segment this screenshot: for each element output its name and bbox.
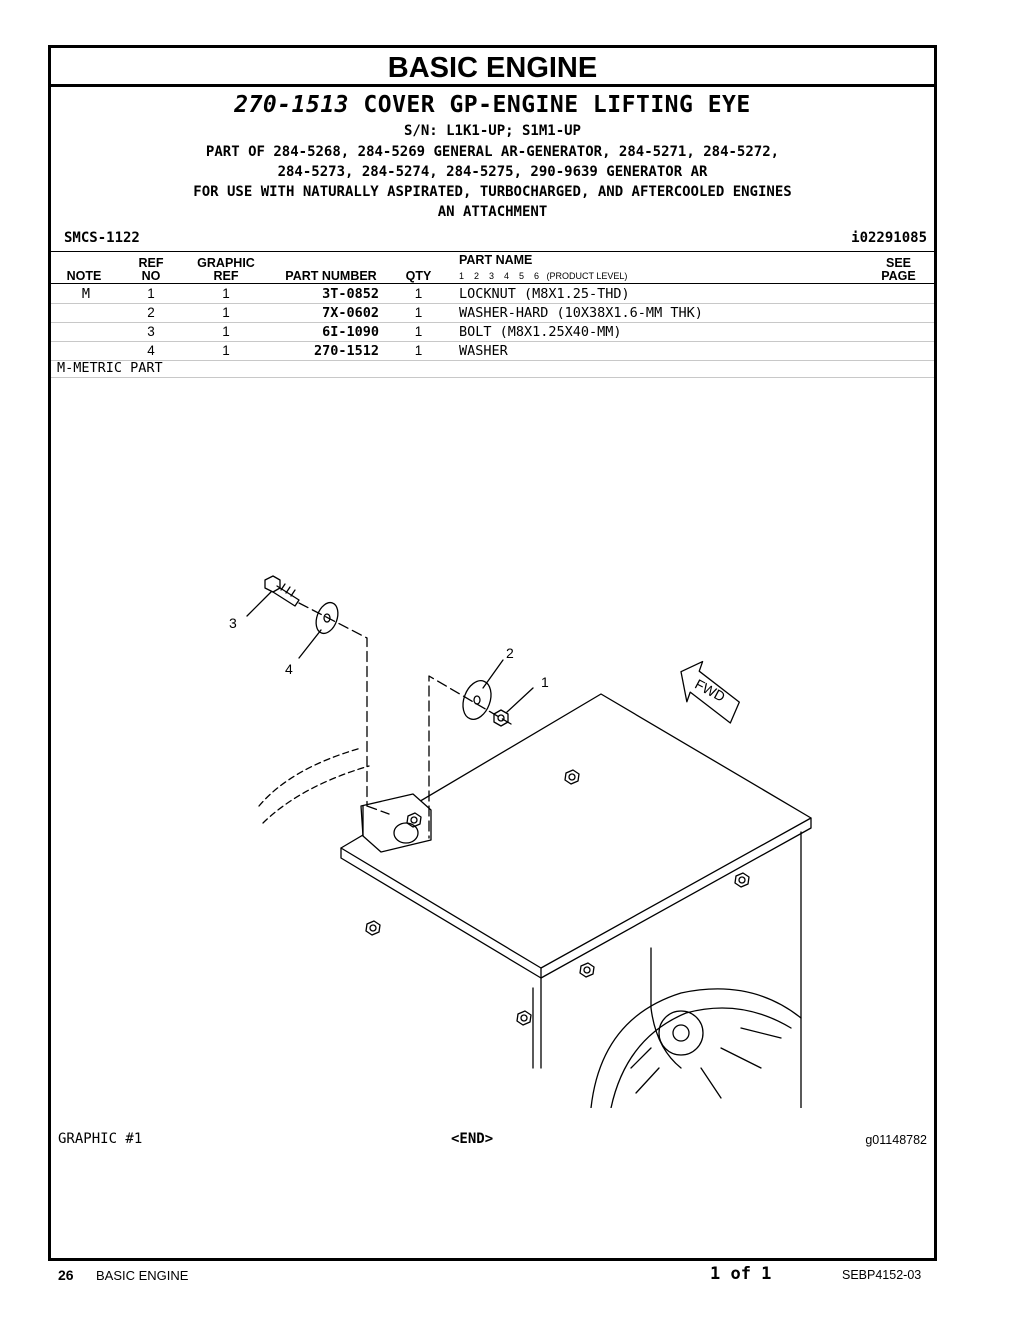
- lifting-eye-hole: [393, 822, 419, 844]
- graphic-label: GRAPHIC #1: [58, 1131, 143, 1147]
- row-ref: 4: [147, 343, 155, 358]
- illustration-id: i02291085: [851, 230, 927, 246]
- assembly-line: [428, 675, 512, 839]
- table-row: 4 1 270-1512 1 WASHER: [51, 342, 934, 361]
- row-part-number: 6I-1090: [322, 324, 379, 340]
- leader-line: [298, 629, 322, 659]
- section-title: BASIC ENGINE: [51, 48, 934, 87]
- row-qty: 1: [414, 286, 423, 301]
- cover-nut: [564, 769, 580, 785]
- row-part-number: 7X-0602: [322, 305, 379, 321]
- footer-doc-id: SEBP4152-03: [842, 1268, 922, 1282]
- row-note: M: [81, 286, 91, 302]
- flywheel-hub-hole: [672, 1024, 690, 1042]
- header-product-level: 1 2 3 4 5 6 (PRODUCT LEVEL): [459, 271, 628, 281]
- leader-line: [482, 659, 504, 689]
- callout-1: 1: [541, 674, 549, 690]
- page-frame: BASIC ENGINE 270-1513 COVER GP-ENGINE LI…: [48, 45, 937, 1261]
- serial-number-line: S/N: L1K1-UP; S1M1-UP: [403, 123, 581, 139]
- usage-line-2: AN ATTACHMENT: [437, 204, 548, 220]
- forward-arrow-icon: FWD: [680, 660, 740, 724]
- part-heading: 270-1513 COVER GP-ENGINE LIFTING EYE: [51, 92, 934, 118]
- group-title: COVER GP-ENGINE LIFTING EYE: [363, 92, 751, 118]
- row-qty: 1: [414, 343, 423, 358]
- row-part-name: WASHER-HARD (10X38X1.6-MM THK): [459, 305, 703, 321]
- housing-arc: [258, 747, 362, 807]
- washer-part-2: [462, 680, 492, 720]
- row-part-number: 270-1512: [313, 343, 379, 359]
- row-graphic-ref: 1: [222, 324, 230, 339]
- row-ref: 2: [147, 305, 155, 320]
- table-row: M 1 1 3T-0852 1 LOCKNUT (M8X1.25-THD): [51, 285, 934, 304]
- header-graphic-top: GRAPHIC: [197, 256, 255, 270]
- header-ref-bottom: NO: [141, 269, 161, 283]
- flywheel-rim: [610, 1007, 792, 1108]
- row-graphic-ref: 1: [222, 286, 230, 301]
- row-part-name: LOCKNUT (M8X1.25-THD): [459, 286, 630, 302]
- header-part-number: PART NUMBER: [285, 269, 377, 283]
- cover-nut: [516, 1010, 532, 1026]
- leader-line: [506, 687, 534, 713]
- metric-part-note: M-METRIC PART: [57, 360, 163, 376]
- row-qty: 1: [414, 324, 423, 339]
- header-see-bottom: PAGE: [881, 269, 916, 283]
- header-graphic-bottom: REF: [213, 269, 239, 283]
- housing-arc: [262, 765, 370, 824]
- footer-page-number: 26: [58, 1267, 74, 1283]
- header-ref-top: REF: [138, 256, 164, 270]
- table-row: 2 1 7X-0602 1 WASHER-HARD (10X38X1.6-MM …: [51, 304, 934, 323]
- cover-nut: [365, 920, 381, 936]
- parts-illustration: 1 2 3 4 FWD: [229, 575, 812, 1108]
- graphic-id: g01148782: [865, 1133, 927, 1147]
- callout-4: 4: [285, 661, 293, 677]
- group-part-number: 270-1513: [234, 92, 350, 118]
- row-part-number: 3T-0852: [322, 286, 379, 302]
- footer-page-of: 1 of 1: [710, 1264, 772, 1284]
- callout-3: 3: [229, 615, 237, 631]
- part-of-line-2: 284-5273, 284-5274, 284-5275, 290-9639 G…: [277, 164, 708, 180]
- usage-line-1: FOR USE WITH NATURALLY ASPIRATED, TURBOC…: [193, 184, 792, 200]
- flywheel-hub: [658, 1010, 704, 1056]
- leader-line: [246, 591, 272, 617]
- flywheel-spokes: [630, 1027, 782, 1099]
- bolt-part: [264, 575, 300, 607]
- cover-nut: [579, 962, 595, 978]
- row-qty: 1: [414, 305, 423, 320]
- assembly-line: [298, 602, 368, 807]
- bracket-edge: [650, 947, 682, 1069]
- part-of-line-1: PART OF 284-5268, 284-5269 GENERAL AR-GE…: [205, 144, 780, 160]
- row-graphic-ref: 1: [222, 305, 230, 320]
- header-see-top: SEE: [885, 256, 911, 270]
- table-row: 3 1 6I-1090 1 BOLT (M8X1.25X40-MM): [51, 323, 934, 342]
- footer-section: BASIC ENGINE: [96, 1268, 189, 1283]
- flywheel-rim: [590, 988, 802, 1108]
- row-ref: 3: [147, 324, 155, 339]
- header-part-name: PART NAME: [459, 253, 533, 267]
- table-bottom-rule: [51, 377, 934, 378]
- cover-nut: [406, 812, 422, 828]
- header-qty: QTY: [405, 269, 432, 283]
- row-part-name: WASHER: [459, 343, 508, 359]
- cover-nut: [734, 872, 750, 888]
- callout-2: 2: [506, 645, 514, 661]
- end-marker: <END>: [451, 1131, 494, 1147]
- locknut-part: [493, 709, 509, 727]
- header-bottom-rule: [51, 283, 934, 284]
- row-part-name: BOLT (M8X1.25X40-MM): [459, 324, 622, 340]
- smcs-code: SMCS-1122: [64, 230, 140, 246]
- assembly-line: [366, 805, 390, 815]
- row-ref: 1: [147, 286, 155, 301]
- row-graphic-ref: 1: [222, 343, 230, 358]
- header-note: NOTE: [66, 269, 102, 283]
- table-top-rule: [51, 251, 934, 252]
